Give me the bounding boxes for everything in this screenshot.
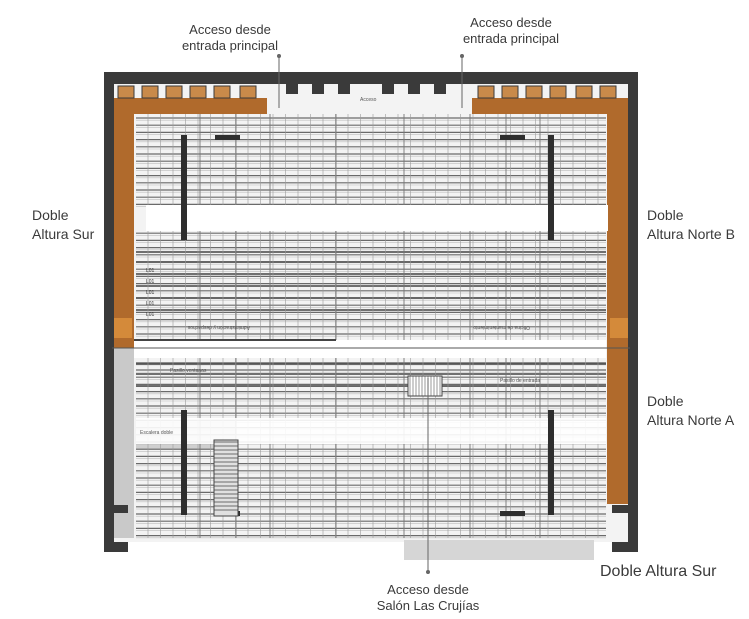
structural-tick-1 xyxy=(215,135,240,140)
leader-top-right-dot xyxy=(460,54,464,58)
open-band-lower xyxy=(136,418,606,444)
leader-top-left-dot xyxy=(277,54,281,58)
center-top-label: Acceso xyxy=(360,97,377,103)
room-label-right: Oficina de mantenimiento xyxy=(473,324,530,330)
wall-pier xyxy=(434,84,446,94)
window-niche xyxy=(549,85,567,99)
label-doble-altura-sur-bottom: Doble Altura Sur xyxy=(600,563,717,580)
row-tag: L01 xyxy=(146,279,155,285)
row-tag: L01 xyxy=(146,268,155,274)
room-label-left: Administración y despachos xyxy=(187,324,250,330)
label-doble-altura-sur: Doble Altura Sur xyxy=(32,207,95,242)
wall-pier xyxy=(382,84,394,94)
stair-label: Escalera doble xyxy=(140,430,173,436)
structural-bar-3 xyxy=(181,410,187,515)
wall-pier xyxy=(408,84,420,94)
label-doble-altura-norte-a: Doble Altura Norte A xyxy=(647,393,735,428)
window-niche xyxy=(117,85,135,99)
window-niche xyxy=(189,85,207,99)
doble-altura-top-left-band xyxy=(112,98,267,114)
label-doble-altura-norte-b: Doble Altura Norte B xyxy=(647,207,735,242)
window-niche xyxy=(575,85,593,99)
window-niche xyxy=(141,85,159,99)
window-niche xyxy=(213,85,231,99)
wall-bottom-right xyxy=(612,542,638,552)
doble-altura-norte-band xyxy=(607,98,629,504)
wall-pier xyxy=(338,84,350,94)
corridor-label-left: Pasillo ventanas xyxy=(170,368,207,374)
wall-pier xyxy=(286,84,298,94)
vertical-grid xyxy=(147,114,599,538)
window-niche xyxy=(599,85,617,99)
row-tag: L01 xyxy=(146,290,155,296)
wall-top xyxy=(104,72,637,84)
window-niche xyxy=(501,85,519,99)
label-access-top-right: Acceso desde entrada principal xyxy=(462,15,560,46)
leader-bottom-dot xyxy=(426,570,430,574)
window-niche xyxy=(525,85,543,99)
grey-zone-bottom xyxy=(404,540,594,560)
window-niches xyxy=(117,84,617,99)
label-access-bottom: Acceso desde Salón Las Crujías xyxy=(376,582,480,613)
structural-bar-2 xyxy=(548,135,554,240)
label-access-top-left: Acceso desde entrada principal xyxy=(181,22,279,53)
window-niche xyxy=(477,85,495,99)
doble-altura-top-right-band xyxy=(472,98,629,114)
window-niche xyxy=(165,85,183,99)
row-tag: L01 xyxy=(146,301,155,307)
pillar-bottom-left xyxy=(104,505,128,513)
interior-floor xyxy=(110,80,630,542)
wall-left xyxy=(104,72,114,552)
corridor-label-right: Pasillo de entrada xyxy=(500,378,540,384)
open-band-upper xyxy=(146,205,608,231)
structural-tick-2 xyxy=(500,135,525,140)
grey-zone-left xyxy=(112,348,134,538)
structural-tick-4 xyxy=(500,511,525,516)
structural-bar-1 xyxy=(181,135,187,240)
door-left-orange xyxy=(114,318,132,338)
corridor-band xyxy=(134,340,606,358)
structural-bar-4 xyxy=(548,410,554,515)
wall-bottom-left xyxy=(104,542,128,552)
doble-altura-sur-band xyxy=(112,98,134,348)
door-right-orange xyxy=(610,318,628,338)
pillar-bottom-right xyxy=(612,505,638,513)
wall-pier xyxy=(312,84,324,94)
staircase xyxy=(213,375,443,517)
wall-right xyxy=(628,72,638,552)
row-tag: L01 xyxy=(146,312,155,318)
window-niche xyxy=(239,85,257,99)
